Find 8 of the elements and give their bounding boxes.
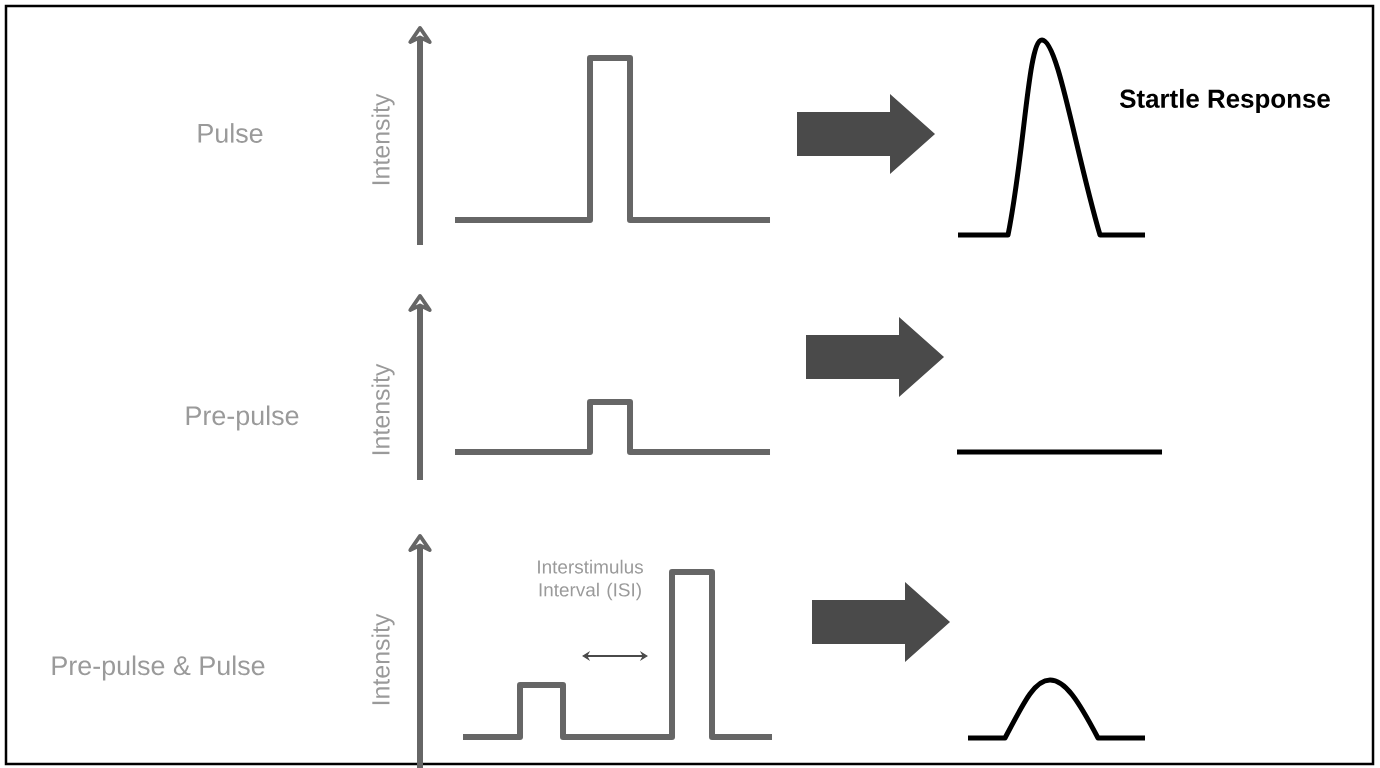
interval-label: Interstimulus Interval (ISI) bbox=[538, 559, 643, 601]
response-label: Startle Response bbox=[1119, 88, 1330, 114]
axis-label: Intensity bbox=[371, 93, 395, 185]
row-label: Pre-pulse bbox=[186, 405, 299, 431]
axis-label: Intensity bbox=[371, 613, 395, 705]
axis-label: Intensity bbox=[371, 363, 395, 455]
row-label: Pulse bbox=[198, 123, 263, 143]
row-label: Pre-pulse & Pulse bbox=[52, 655, 265, 681]
